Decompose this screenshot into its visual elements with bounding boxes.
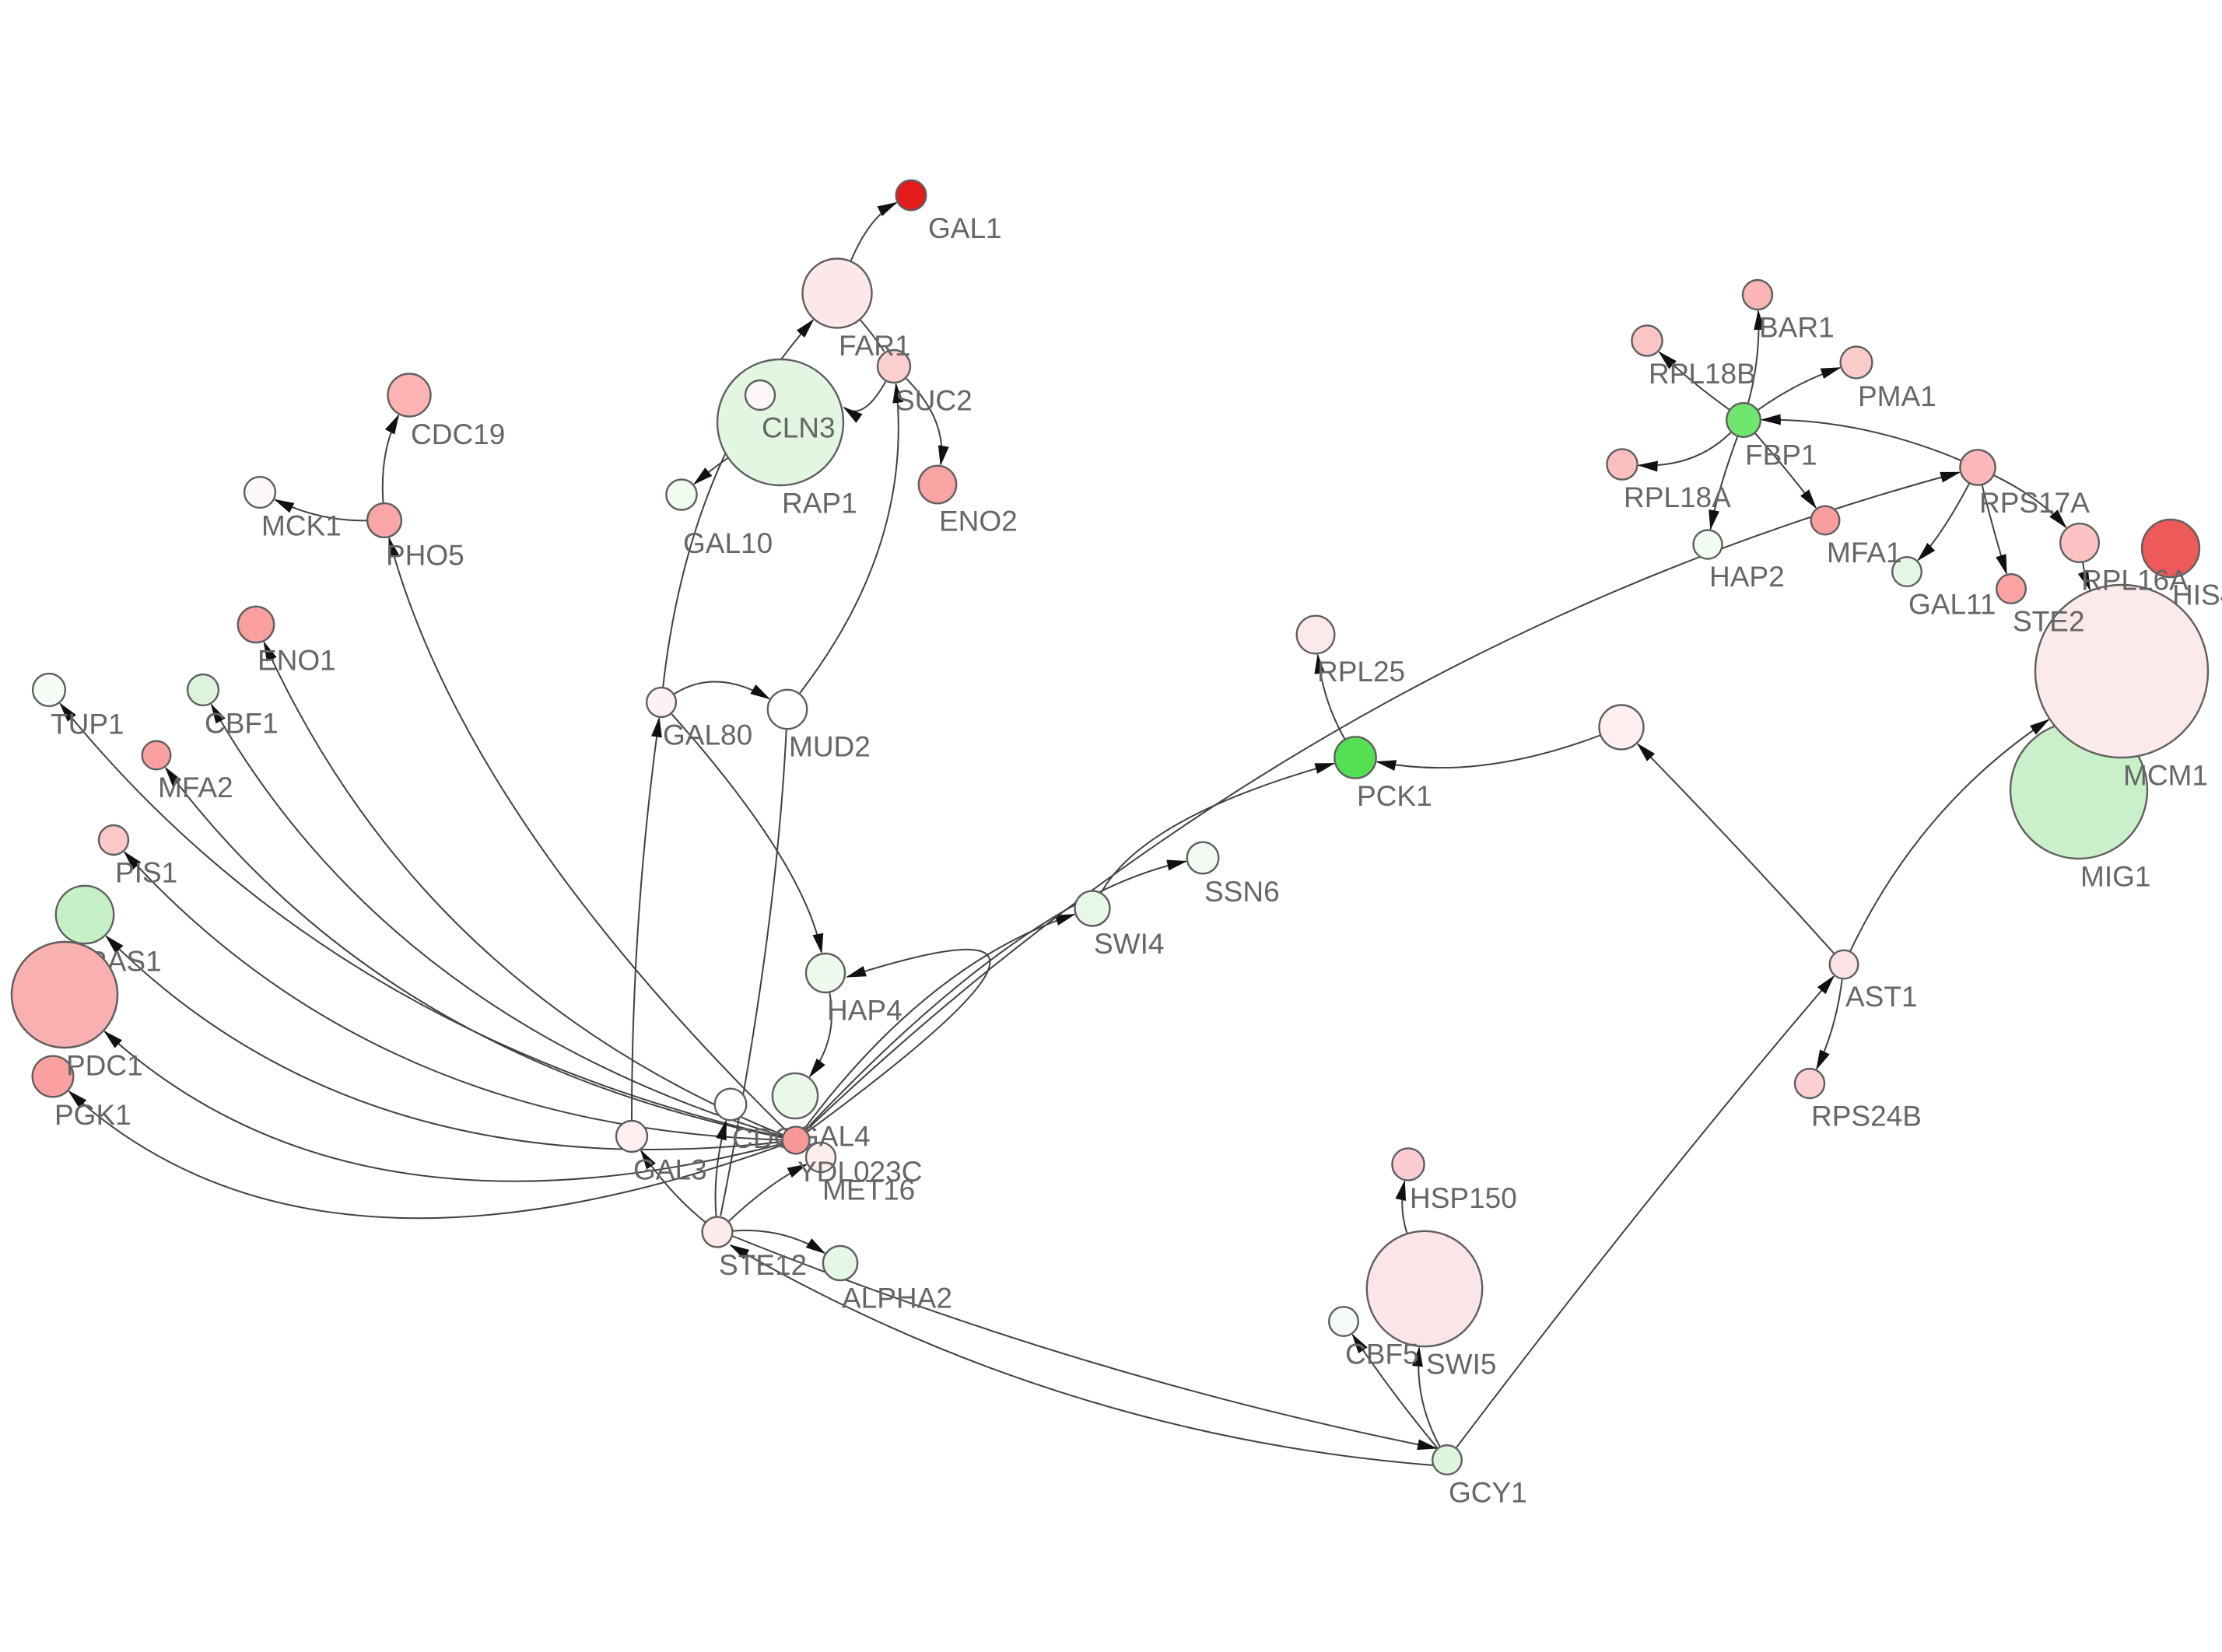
- svg-text:CLN3: CLN3: [762, 412, 836, 444]
- svg-text:HAP4: HAP4: [827, 995, 902, 1027]
- svg-text:RPL16A: RPL16A: [2081, 564, 2189, 596]
- svg-text:SWI4: SWI4: [1094, 928, 1164, 960]
- svg-text:ENO1: ENO1: [258, 645, 336, 677]
- svg-text:PDC1: PDC1: [66, 1050, 143, 1082]
- svg-text:HAP2: HAP2: [1709, 561, 1785, 593]
- svg-text:PIS1: PIS1: [115, 857, 177, 889]
- svg-text:AST1: AST1: [1845, 981, 1918, 1013]
- svg-text:PMA1: PMA1: [1858, 380, 1936, 412]
- svg-text:GAL10: GAL10: [683, 527, 773, 559]
- svg-text:STE12: STE12: [719, 1249, 807, 1281]
- svg-text:FAR1: FAR1: [839, 330, 911, 362]
- svg-text:YDL023C: YDL023C: [797, 1156, 922, 1188]
- svg-text:PHO5: PHO5: [386, 539, 464, 571]
- svg-text:MCM1: MCM1: [2123, 760, 2208, 792]
- svg-text:BAR1: BAR1: [1759, 312, 1835, 344]
- svg-text:HSP150: HSP150: [1410, 1182, 1517, 1214]
- svg-text:STE2: STE2: [2013, 605, 2085, 637]
- svg-text:MFA1: MFA1: [1827, 537, 1902, 569]
- svg-text:MCK1: MCK1: [261, 509, 342, 541]
- svg-text:RPL18B: RPL18B: [1649, 358, 1756, 390]
- svg-text:MFA2: MFA2: [158, 772, 233, 803]
- svg-text:RPS24B: RPS24B: [1811, 1101, 1922, 1132]
- svg-text:MET16: MET16: [822, 1174, 915, 1206]
- svg-text:RPL25: RPL25: [1317, 656, 1405, 688]
- svg-text:GAL3: GAL3: [633, 1154, 707, 1186]
- svg-text:PGK1: PGK1: [54, 1099, 131, 1131]
- svg-text:GAL1: GAL1: [928, 212, 1002, 244]
- svg-text:RPL18A: RPL18A: [1624, 481, 1731, 513]
- svg-text:ENO2: ENO2: [939, 506, 1018, 537]
- svg-text:SSN6: SSN6: [1204, 876, 1280, 908]
- svg-text:GAL11: GAL11: [1908, 588, 1996, 620]
- svg-text:SWI5: SWI5: [1426, 1349, 1496, 1381]
- svg-text:HIS4: HIS4: [2172, 579, 2222, 611]
- svg-text:CBF1: CBF1: [205, 707, 279, 739]
- svg-text:MUD2: MUD2: [789, 731, 871, 763]
- svg-text:PCK1: PCK1: [1357, 780, 1432, 812]
- svg-text:TUP1: TUP1: [51, 708, 124, 740]
- svg-text:RAP1: RAP1: [782, 488, 857, 520]
- svg-text:CDC19: CDC19: [411, 418, 505, 450]
- svg-text:SUC2: SUC2: [895, 385, 973, 417]
- svg-text:ALPHA2: ALPHA2: [842, 1283, 952, 1314]
- svg-text:FBP1: FBP1: [1745, 439, 1817, 471]
- svg-text:RPS17A: RPS17A: [1979, 487, 2090, 519]
- svg-text:MIG1: MIG1: [2080, 861, 2150, 893]
- svg-text:GCY1: GCY1: [1449, 1476, 1527, 1508]
- svg-text:CBF5: CBF5: [1345, 1338, 1419, 1370]
- svg-text:GAL80: GAL80: [663, 719, 752, 751]
